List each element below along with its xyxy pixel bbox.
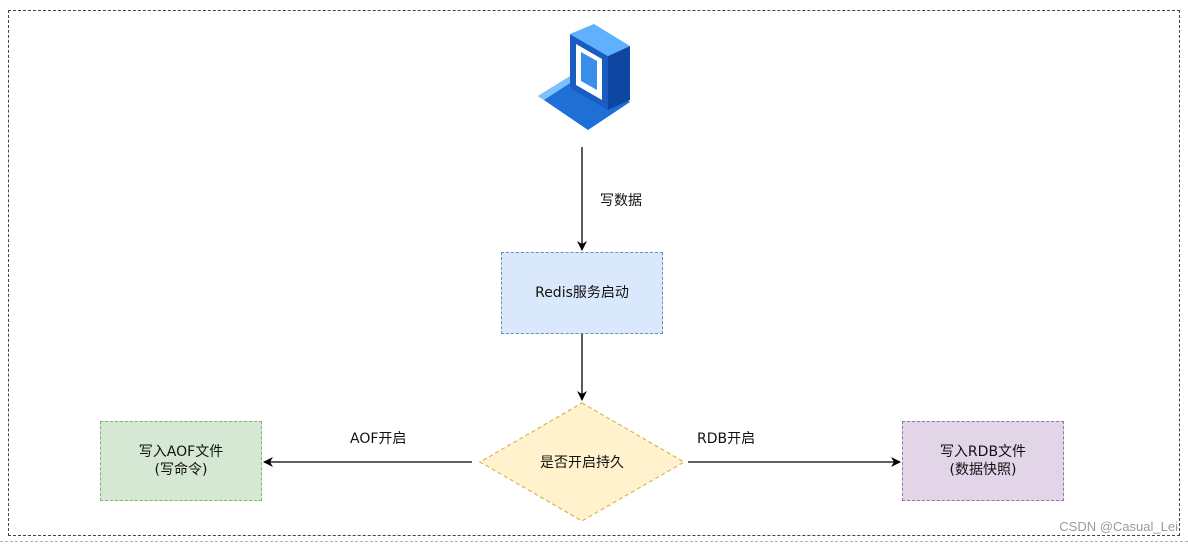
redis-start-node: Redis服务启动 [501, 252, 663, 334]
bottom-divider [0, 541, 1188, 542]
aof-write-label: 写入AOF文件 [138, 444, 224, 460]
rdb-write-sublabel: (数据快照) [949, 462, 1017, 478]
rdb-write-node: 写入RDB文件 (数据快照) [902, 421, 1064, 501]
decision-diamond [478, 402, 686, 522]
computer-icon [538, 24, 630, 130]
aof-write-node: 写入AOF文件 (写命令) [100, 421, 262, 501]
aof-write-sublabel: (写命令) [154, 462, 208, 478]
edge-label-write-data: 写数据 [600, 193, 642, 209]
redis-start-label: Redis服务启动 [535, 285, 629, 301]
diagram-frame [8, 10, 1180, 536]
persist-decision-label: 是否开启持久 [540, 455, 624, 471]
edge-label-aof-on: AOF开启 [350, 431, 407, 447]
rdb-write-label: 写入RDB文件 [939, 444, 1027, 460]
edge-label-rdb-on: RDB开启 [697, 431, 756, 447]
watermark: CSDN @Casual_Lei [1059, 519, 1178, 534]
